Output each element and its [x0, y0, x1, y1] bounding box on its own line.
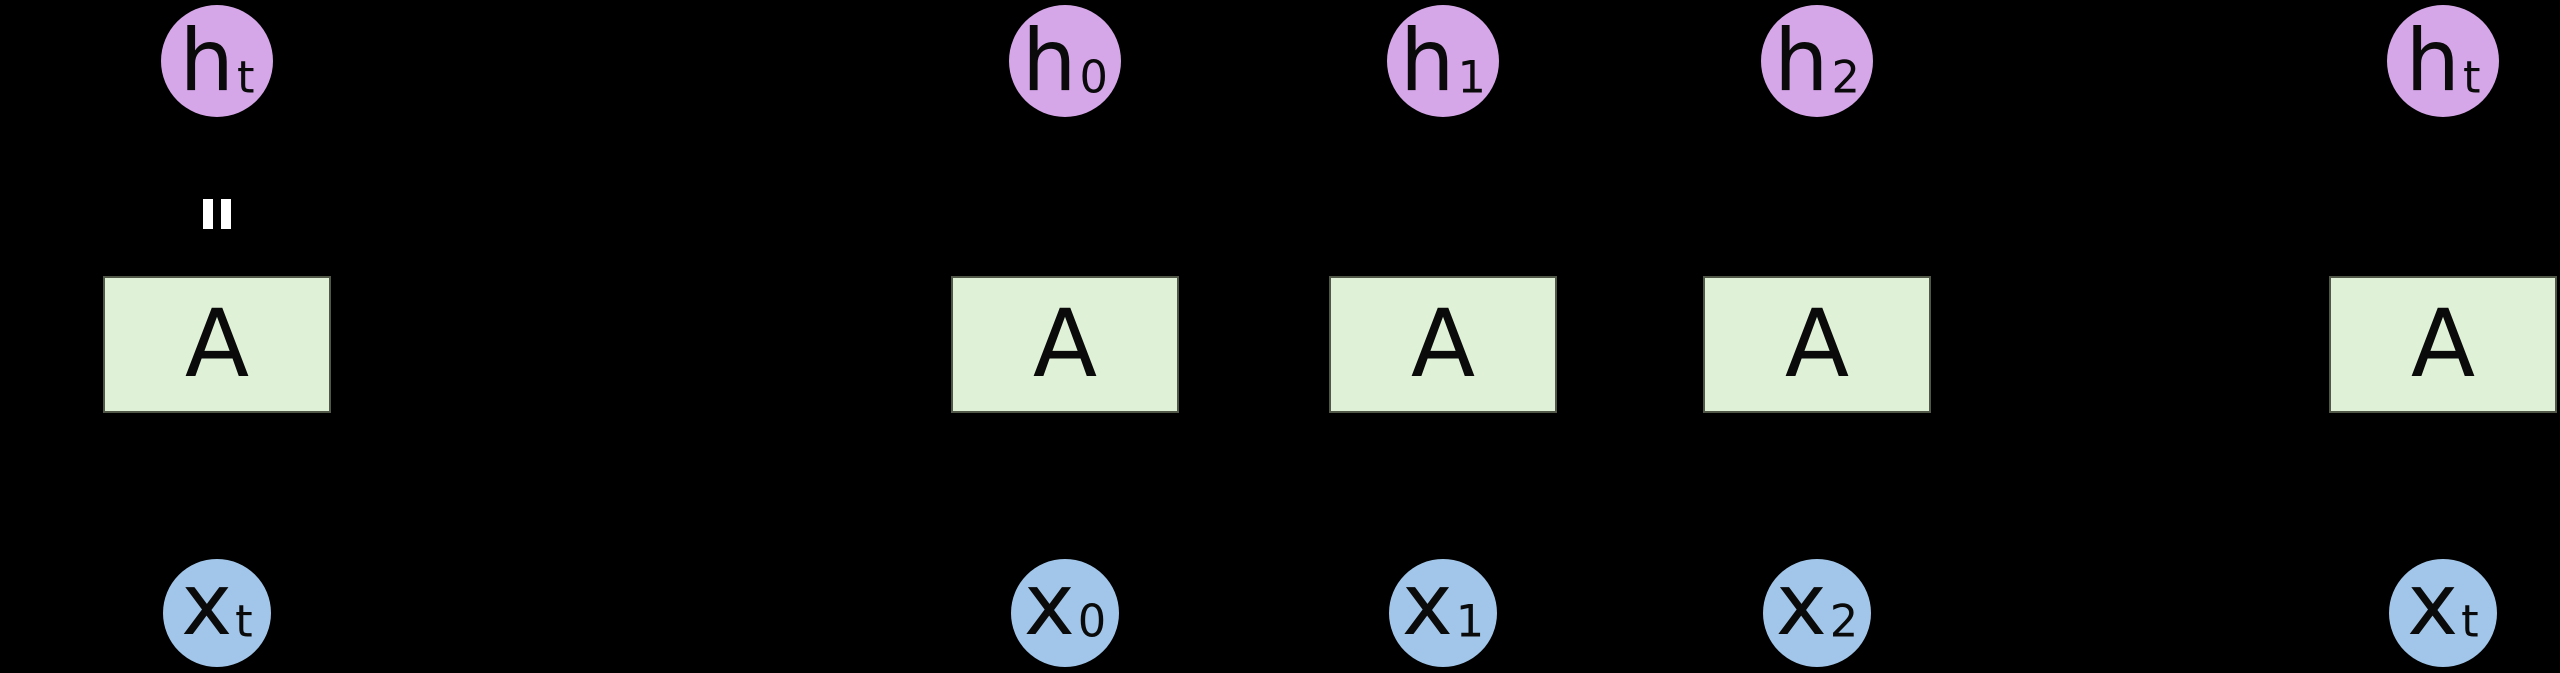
equals-bar	[203, 199, 213, 229]
cell-label: A	[1032, 289, 1098, 399]
subscript: 0	[1077, 594, 1107, 648]
cell-label: A	[2410, 289, 2476, 399]
cell-label: A	[1784, 289, 1850, 399]
cell-box: A	[1703, 276, 1931, 413]
cell-box: A	[2329, 276, 2557, 413]
subscript: t	[236, 50, 255, 104]
cell-box: A	[1329, 276, 1557, 413]
subscript: 0	[1079, 50, 1108, 104]
subscript: t	[2462, 50, 2481, 104]
subscript: t	[2461, 594, 2479, 648]
subscript: 2	[1829, 594, 1859, 648]
cell-label: A	[184, 289, 250, 399]
cell-label: A	[1410, 289, 1476, 399]
subscript: t	[235, 594, 253, 648]
subscript: 1	[1455, 594, 1485, 648]
cell-box: A	[951, 276, 1179, 413]
subscript: 2	[1831, 50, 1860, 104]
equals-icon	[203, 199, 231, 229]
cell-box: A	[103, 276, 331, 413]
equals-bar	[221, 199, 231, 229]
subscript: 1	[1457, 50, 1486, 104]
